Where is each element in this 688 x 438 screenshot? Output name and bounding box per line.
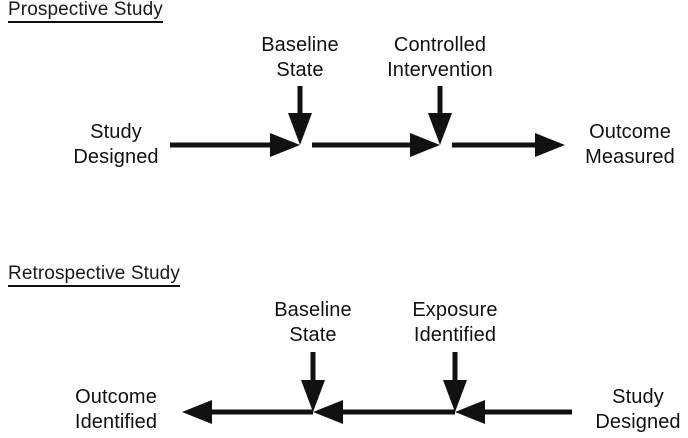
baseline-state-2-line-1: Baseline bbox=[274, 299, 352, 321]
outcome-measured-line-2: Measured bbox=[585, 146, 675, 168]
prospective-study-title: Prospective Study bbox=[8, 0, 163, 23]
exposure-identified-line-1: Exposure bbox=[412, 299, 498, 321]
arrow-down-baseline-state bbox=[288, 86, 312, 145]
node-label-controlled-intervention: Controlled Intervention bbox=[366, 33, 514, 83]
study-designed-line-2: Designed bbox=[73, 146, 159, 168]
arrow-prospective-h2 bbox=[312, 133, 440, 157]
study-designed-2-line-2: Designed bbox=[595, 411, 681, 433]
node-label-exposure-identified: Exposure Identified bbox=[388, 298, 522, 348]
retrospective-study-title: Retrospective Study bbox=[8, 264, 180, 287]
node-label-outcome-measured: Outcome Measured bbox=[570, 120, 688, 170]
controlled-intervention-line-2: Intervention bbox=[387, 59, 493, 81]
prospective-study-title-text: Prospective Study bbox=[8, 0, 163, 23]
outcome-identified-line-1: Outcome bbox=[75, 386, 157, 408]
node-label-baseline-state: Baseline State bbox=[240, 33, 360, 83]
outcome-identified-line-2: Identified bbox=[74, 411, 158, 433]
baseline-state-2-line-2: State bbox=[289, 324, 337, 346]
baseline-state-line-2: State bbox=[276, 59, 324, 81]
arrow-down-controlled-intervention bbox=[428, 86, 452, 145]
arrow-prospective-h1 bbox=[170, 133, 300, 157]
controlled-intervention-line-1: Controlled bbox=[393, 34, 487, 56]
arrow-retrospective-h3 bbox=[455, 400, 572, 424]
study-designed-2-line-1: Study bbox=[612, 386, 664, 408]
node-label-study-designed-2: Study Designed bbox=[578, 385, 688, 435]
outcome-measured-line-1: Outcome bbox=[589, 121, 671, 143]
node-label-baseline-state-2: Baseline State bbox=[253, 298, 373, 348]
exposure-identified-line-2: Identified bbox=[413, 324, 497, 346]
baseline-state-line-1: Baseline bbox=[261, 34, 339, 56]
retrospective-study-title-text: Retrospective Study bbox=[8, 264, 180, 287]
arrow-retrospective-h1 bbox=[182, 400, 313, 424]
arrow-down-exposure-identified bbox=[443, 352, 467, 412]
node-label-outcome-identified: Outcome Identified bbox=[56, 385, 176, 435]
node-label-study-designed: Study Designed bbox=[56, 120, 176, 170]
arrow-down-baseline-state-2 bbox=[301, 352, 325, 412]
arrow-prospective-h3 bbox=[452, 133, 565, 157]
study-designed-line-1: Study bbox=[90, 121, 142, 143]
arrow-retrospective-h2 bbox=[313, 400, 455, 424]
